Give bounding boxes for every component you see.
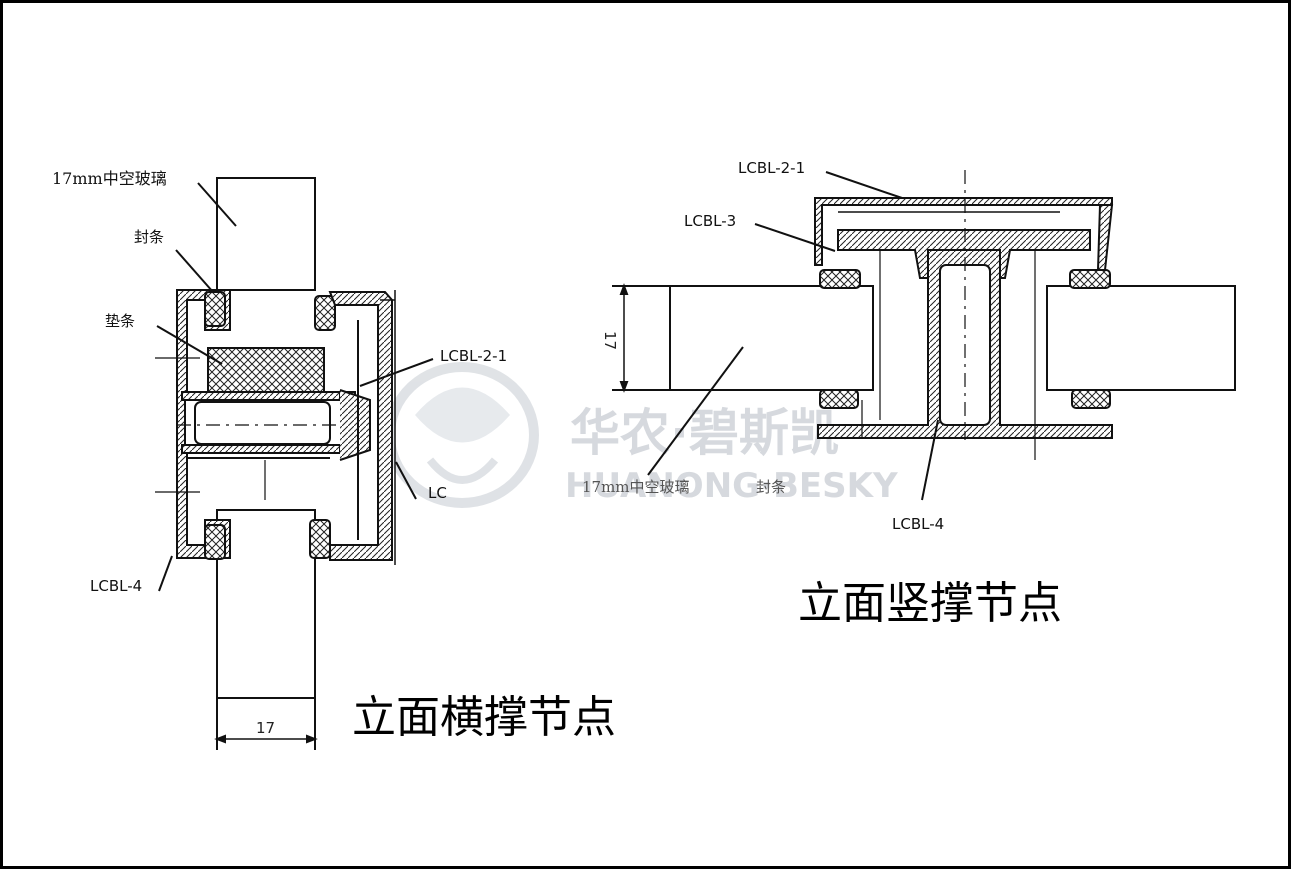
- title-horizontal-node: 立面横撑节点: [352, 692, 616, 743]
- seal-top-left-v: [819, 269, 861, 289]
- seal-top-right: [314, 295, 336, 331]
- lower-glass-pane: [216, 509, 316, 699]
- right-glass-pane: [1046, 285, 1236, 391]
- left-section-drawing: [155, 177, 396, 750]
- seal-bottom-left: [204, 524, 226, 560]
- label-seal-faded: 封条: [756, 478, 786, 496]
- label-lcbl-2-1-right: LCBL-2-1: [738, 159, 805, 177]
- right-section-drawing: [612, 170, 1236, 460]
- watermark-logo-icon: [385, 362, 539, 508]
- seal-bottom-right-v: [1071, 389, 1111, 409]
- right-leaders: [647, 171, 939, 501]
- watermark-english: HUANONG·BESKY: [565, 466, 898, 506]
- label-lcbl-4-right: LCBL-4: [892, 515, 944, 533]
- pad-block: [207, 347, 325, 393]
- watermark: 华农·碧斯凯 HUANONG·BESKY: [385, 362, 898, 508]
- seal-top-right-v: [1069, 269, 1111, 289]
- left-leaders: [156, 182, 434, 592]
- label-glass-faded: 17mm中空玻璃: [582, 478, 690, 496]
- label-seal: 封条: [134, 228, 164, 246]
- dimension-right: 17: [601, 331, 619, 350]
- label-lcbl-3: LCBL-3: [684, 212, 736, 230]
- label-lcbl-4-left: LCBL-4: [90, 577, 142, 595]
- seal-bottom-left-v: [819, 389, 859, 409]
- upper-glass-pane: [216, 177, 316, 291]
- label-pad: 垫条: [105, 312, 135, 330]
- seal-top-left: [204, 291, 226, 327]
- left-glass-pane: [669, 285, 874, 391]
- dimension-left: 17: [256, 719, 275, 737]
- watermark-chinese: 华农·碧斯凯: [570, 404, 839, 462]
- label-glass: 17mm中空玻璃: [52, 169, 167, 188]
- title-vertical-node: 立面竖撑节点: [798, 578, 1062, 629]
- label-lc-partial: LC: [428, 484, 447, 502]
- seal-bottom-right: [309, 519, 331, 559]
- label-lcbl-2-1-left: LCBL-2-1: [440, 347, 507, 365]
